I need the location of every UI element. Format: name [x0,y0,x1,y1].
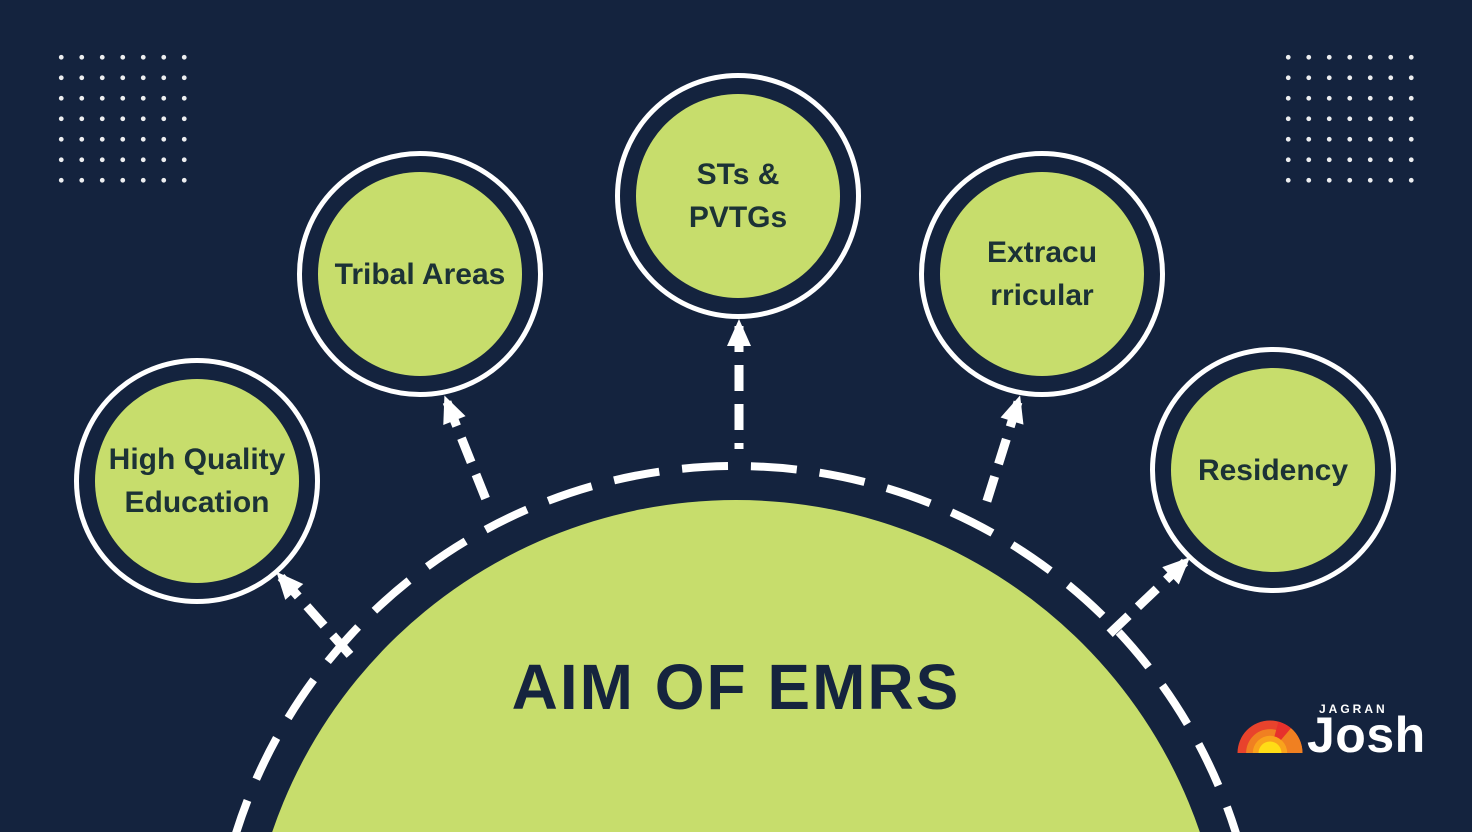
node-circle: STs & PVTGs [636,94,840,298]
center-dome [272,500,1200,832]
arrow-high-quality-education [276,571,355,659]
node-circle: Residency [1171,368,1375,572]
node-label-line: rricular [990,279,1094,312]
jagran-josh-logo: JAGRAN Josh [1227,698,1447,784]
node-label-line: PVTGs [688,201,788,234]
node-label-line: Extracu [986,236,1098,269]
arrow-tribal-areas [442,395,494,509]
node-extracurricular: Extracu rricular [919,151,1165,397]
node-sts-pvtgs: STs & PVTGs [615,73,861,319]
dot-grid-right-decoration [1278,47,1422,191]
node-label-line: Tribal Areas [334,257,506,291]
page-title: AIM OF EMRS [511,651,961,723]
node-circle: High Quality Education [95,379,299,583]
node-tribal-areas: Tribal Areas [297,151,543,397]
arrow-residency [1099,557,1191,644]
node-high-quality-education: High Quality Education [74,358,320,604]
node-label-line: High Quality [108,443,286,476]
node-residency: Residency [1150,347,1396,593]
arrow-extracurricular [981,395,1024,506]
logo-sunrise-arc-icon [1237,720,1303,753]
logo-josh-text: Josh [1307,707,1426,763]
dot-grid-left-decoration [51,47,195,191]
node-label-line: Residency [1197,453,1349,487]
node-circle: Tribal Areas [318,172,522,376]
logo-jagran-text: JAGRAN [1319,702,1388,716]
node-label-line: Education [124,486,270,519]
node-label-line: STs & [696,158,780,191]
node-circle: Extracu rricular [940,172,1144,376]
